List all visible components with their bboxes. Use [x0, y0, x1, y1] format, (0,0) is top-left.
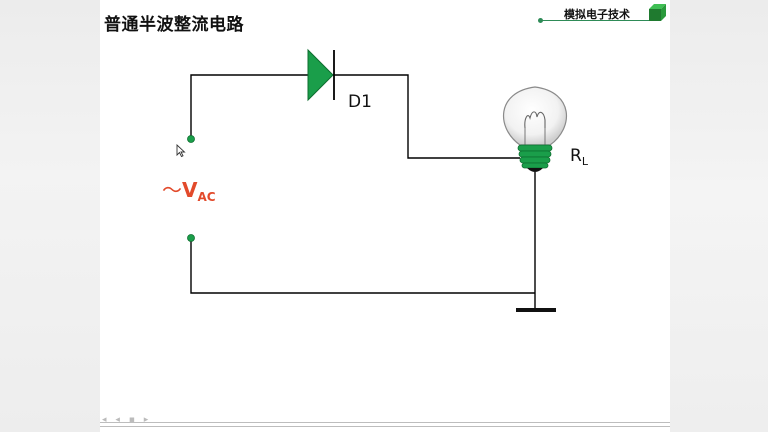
diode-symbol [307, 48, 335, 102]
diode-label: D1 [348, 92, 372, 112]
background-left [0, 0, 100, 432]
circuit-diagram [187, 48, 568, 312]
slide-nav-controls[interactable]: ◂ ◂ ▪ ▸ [102, 415, 152, 425]
load-label-main: R [570, 146, 582, 166]
source-label-sub: AC [197, 190, 216, 204]
terminal-top [187, 135, 195, 143]
background-right [670, 0, 768, 432]
source-label: ～VAC [162, 174, 216, 204]
brand-underline [540, 20, 654, 21]
footer-divider-top [100, 422, 670, 423]
lamp-bulb-icon [502, 86, 568, 172]
brand-label: 模拟电子技术 [564, 8, 630, 21]
slide-canvas: 普通半波整流电路 模拟电子技术 [100, 0, 670, 432]
ground-symbol [516, 308, 556, 312]
wire-bottom [190, 238, 535, 294]
source-label-main: V [182, 178, 198, 202]
wire-top-left [190, 74, 308, 138]
slide-title: 普通半波整流电路 [104, 15, 244, 35]
load-label-sub: L [581, 155, 588, 168]
mouse-cursor-icon [176, 144, 186, 158]
terminal-bottom [187, 234, 195, 242]
cube-icon [649, 4, 666, 21]
load-label: RL [570, 146, 588, 168]
footer-divider-bottom [100, 426, 670, 427]
wire-diode-to-lamp [333, 74, 520, 159]
source-label-tilde: ～ [162, 178, 182, 202]
